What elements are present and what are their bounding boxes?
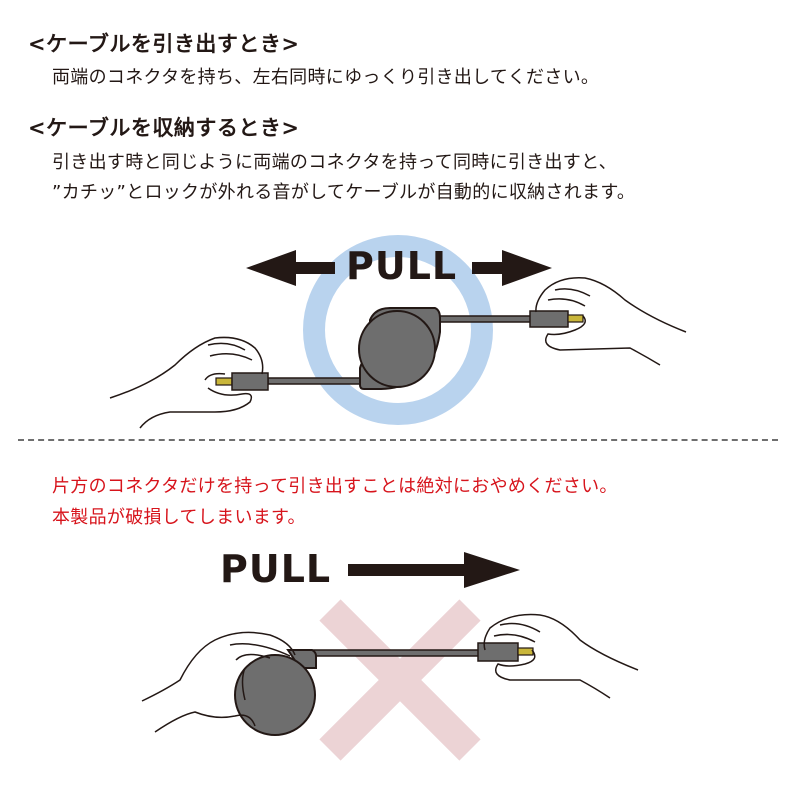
correct-usage-illustration [109,235,687,429]
warning-line1: 片方のコネクタだけを持って引き出すことは絶対におやめください。 [52,476,618,497]
left-hand-icon [109,336,264,429]
cable-reel-icon [234,649,317,736]
retract-instruction-line2: ”カチッ”とロックが外れる音がしてケーブルが自動的に収納されます。 [52,182,636,203]
right-connector-icon [477,642,534,662]
retract-section-heading: <ケーブルを収納するとき> [28,116,300,140]
left-connector-icon [215,372,269,391]
left-arrow-icon [246,250,335,286]
right-arrow-icon [472,250,552,286]
retract-instruction-line1: 引き出す時と同じように両端のコネクタを持って同時に引き出すと、 [52,152,617,173]
right-hand-icon [483,613,639,699]
pull-instruction: 両端のコネクタを持ち、左右同時にゆっくり引き出してください。 [52,67,600,88]
prohibited-cross-icon [319,599,481,761]
incorrect-usage-illustration [141,552,639,761]
pull-section-heading: <ケーブルを引き出すとき> [28,32,300,56]
highlight-ring [303,235,493,425]
right-arrow-icon [348,552,520,588]
pull-label-correct: PULL [346,244,458,288]
cable-reel-icon [358,307,441,390]
warning-line2: 本製品が破損してしまいます。 [52,507,306,528]
pull-label-incorrect: PULL [220,547,332,591]
section-divider [18,439,778,441]
left-hand-icon [141,631,296,733]
right-connector-icon [529,310,584,328]
right-hand-icon [535,277,687,366]
